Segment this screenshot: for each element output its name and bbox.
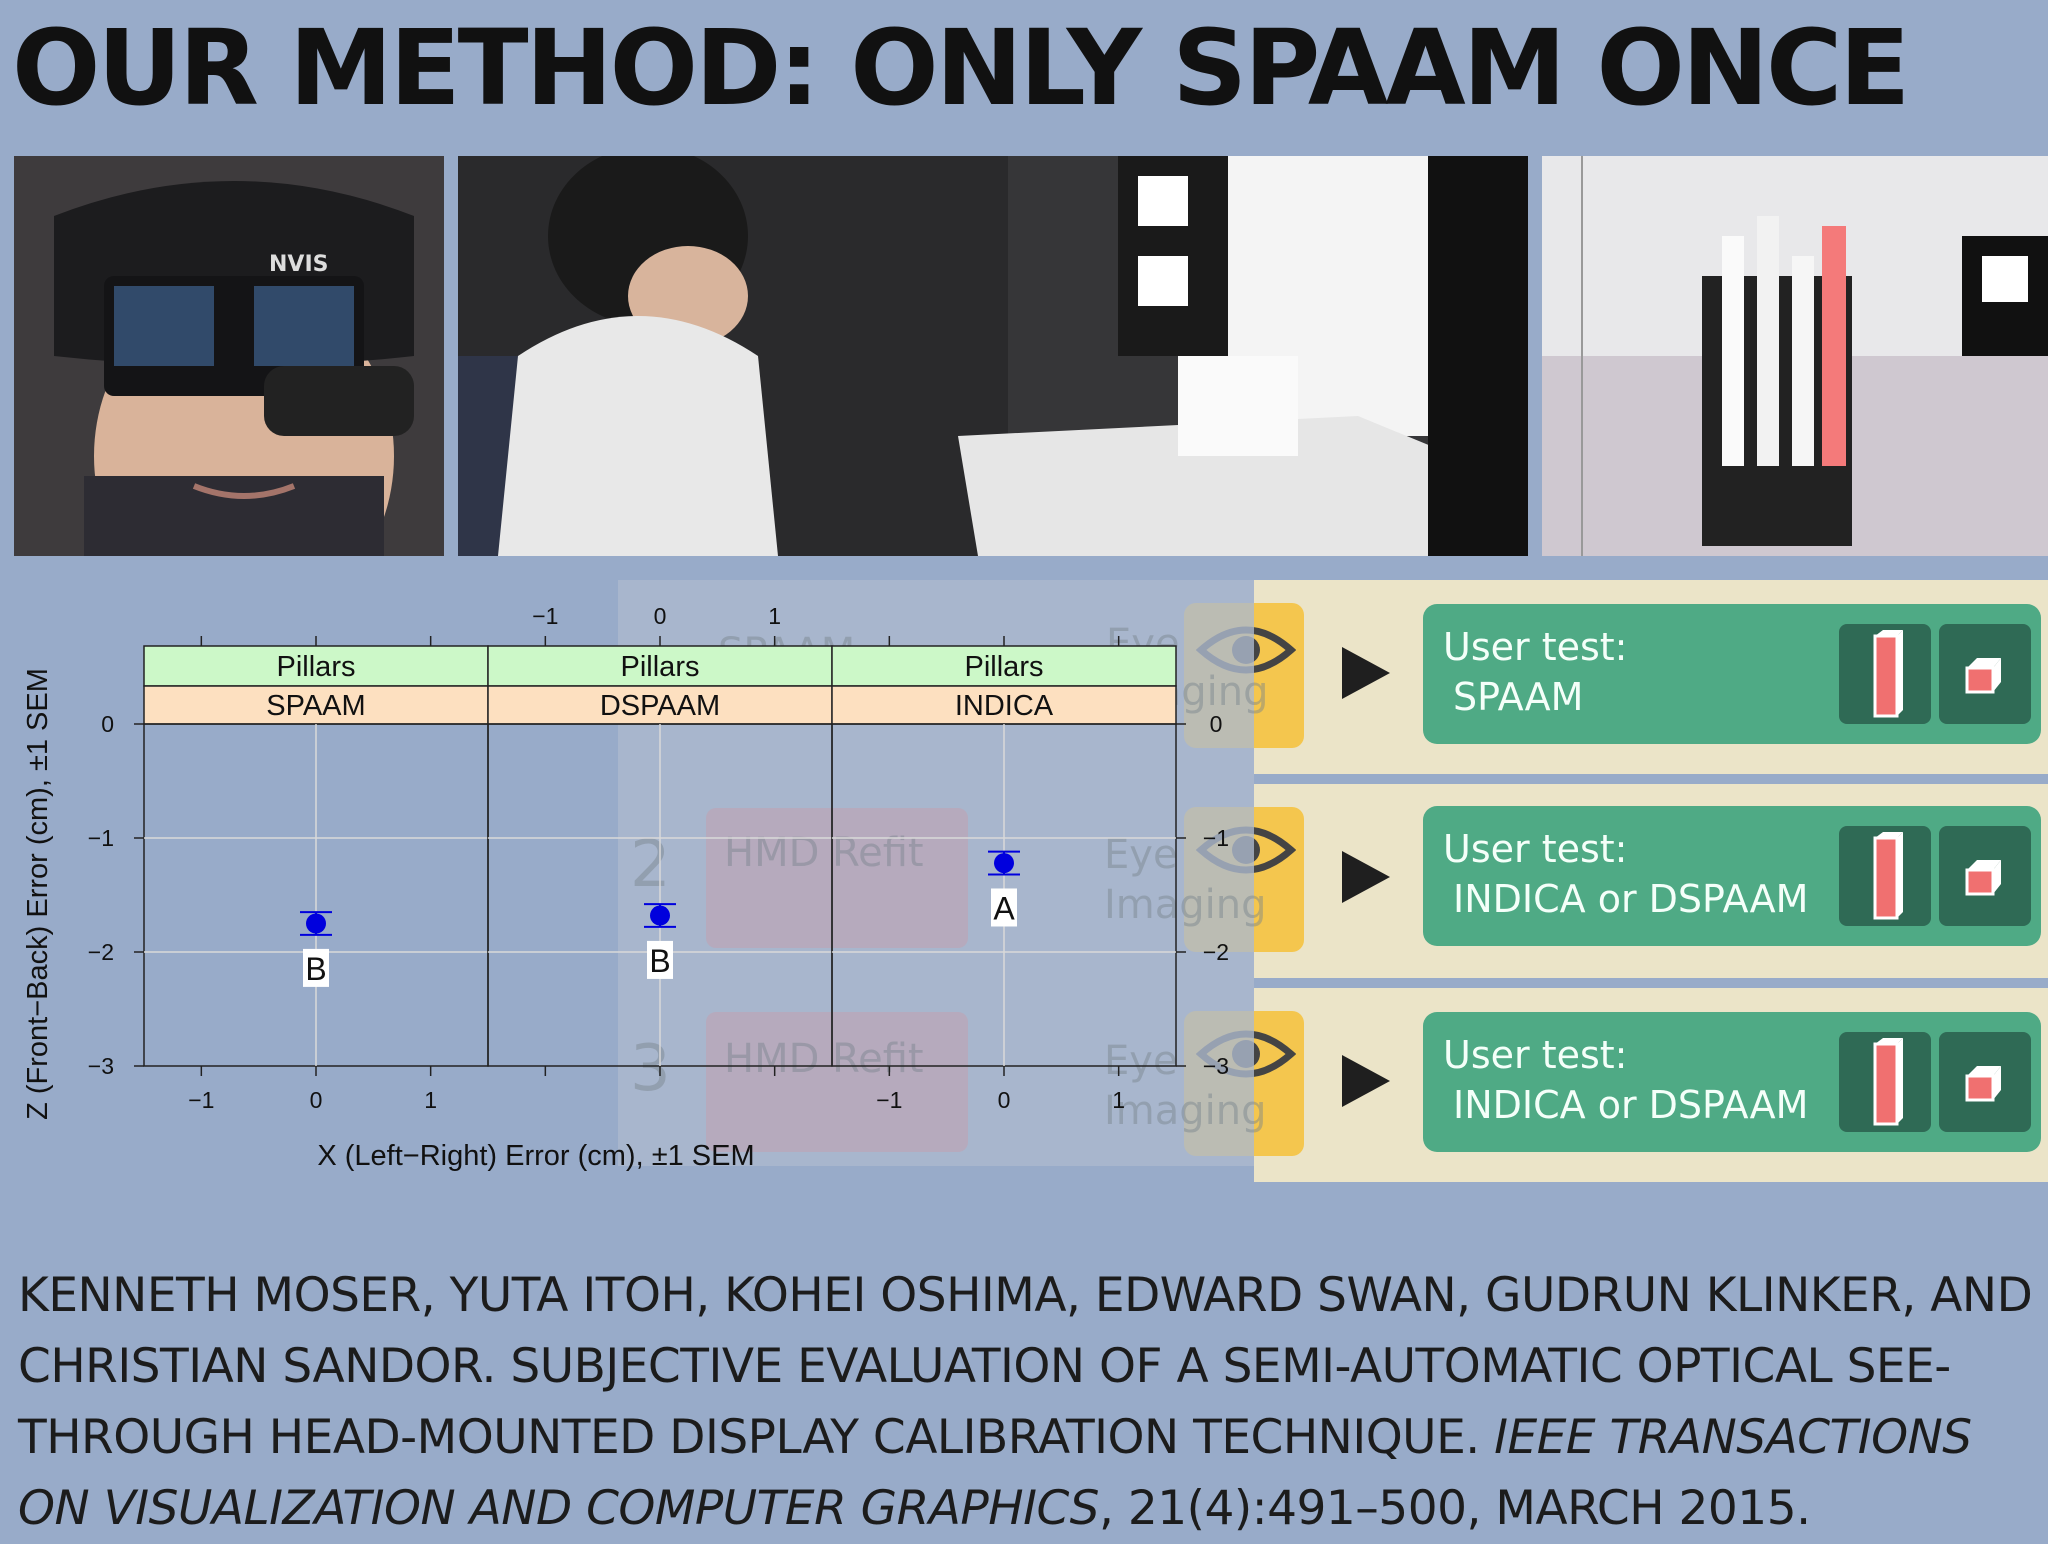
step-label-line1: User test: <box>1443 1033 1628 1077</box>
ghost-box <box>706 1012 968 1152</box>
x-tick-label: −1 <box>188 1087 214 1113</box>
citation-authors-title: KENNETH MOSER, YUTA ITOH, KOHEI OSHIMA, … <box>18 1268 2033 1465</box>
title-band <box>0 25 2048 155</box>
x-tick-label: 0 <box>998 1087 1011 1113</box>
y-tick-label: −3 <box>1203 1053 1229 1079</box>
slide-title: OUR METHOD: ONLY SPAAM ONCE <box>12 7 1910 129</box>
play-arrow-icon <box>1342 1055 1390 1107</box>
ghost-label: HMD Refit <box>724 1036 924 1082</box>
step-user-test-3: User test: INDICA or DSPAAM <box>1423 1012 2041 1152</box>
pillar-icon <box>1839 826 1931 926</box>
photo-pillar-grid <box>1542 156 2048 556</box>
x-tick-label: 0 <box>654 603 667 629</box>
strip-bottom-label: DSPAAM <box>600 690 720 722</box>
data-point <box>994 853 1014 874</box>
y-tick-label: 0 <box>1210 711 1223 737</box>
group-label-bg <box>303 948 329 987</box>
pillar-icon <box>1839 1032 1931 1132</box>
strip-top-label: Pillars <box>277 651 356 683</box>
x-tick-label: −1 <box>532 603 558 629</box>
cube-icon <box>1939 1032 2031 1132</box>
citation-journal: IEEE TRANSACTIONS ON VISUALIZATION AND C… <box>18 1410 1972 1536</box>
ghost-step-number: 2 <box>630 828 671 902</box>
ghost-box <box>706 808 968 948</box>
strip-top-bg <box>143 645 489 687</box>
x-tick-label: 1 <box>424 1087 437 1113</box>
data-point <box>650 905 670 926</box>
strip-top-bg <box>487 645 833 687</box>
group-label-bg <box>647 940 673 979</box>
strip-top-label: Pillars <box>621 651 700 683</box>
photo-participant-setup <box>458 156 1528 556</box>
step-user-test-2: User test: INDICA or DSPAAM <box>1423 806 2041 946</box>
step-label-line1: User test: <box>1443 625 1628 669</box>
strip-bottom-label: INDICA <box>955 690 1054 722</box>
ghost-label: Eye Imaging <box>1104 1038 1267 1134</box>
cube-icon <box>1939 826 2031 926</box>
x-tick-label: −1 <box>876 1087 902 1113</box>
step-label-line2: SPAAM <box>1453 675 1584 719</box>
y-tick-label: −1 <box>1203 825 1229 851</box>
strip-top-label: Pillars <box>965 651 1044 683</box>
play-arrow-icon <box>1342 647 1390 699</box>
play-arrow-icon <box>1342 851 1390 903</box>
nvis-logo: NVIS <box>269 252 328 277</box>
y-tick-label: −1 <box>88 825 114 851</box>
group-label: A <box>993 890 1015 926</box>
y-tick-label: −3 <box>88 1053 114 1079</box>
y-tick-label: −2 <box>88 939 114 965</box>
data-point <box>306 913 326 934</box>
step-user-test-1: User test: SPAAM <box>1423 604 2041 744</box>
y-tick-label: −2 <box>1203 939 1229 965</box>
step-label-line2: INDICA or DSPAAM <box>1453 877 1809 921</box>
x-tick-label: 1 <box>1112 1087 1125 1113</box>
step-label-line1: User test: <box>1443 827 1628 871</box>
y-axis-title: Z (Front−Back) Error (cm), ±1 SEM <box>22 668 54 1120</box>
group-label: B <box>649 943 670 979</box>
photo-hmd-wearer: NVIS <box>14 156 444 556</box>
x-tick-label: 1 <box>768 603 781 629</box>
ghost-label: Eye Imaging <box>1104 832 1267 928</box>
x-tick-label: 0 <box>310 1087 323 1113</box>
group-label: B <box>305 951 326 987</box>
y-tick-label: 0 <box>101 711 114 737</box>
citation-details: , 21(4):491–500, MARCH 2015. <box>1098 1481 1811 1536</box>
x-axis-title: X (Left−Right) Error (cm), ±1 SEM <box>317 1140 754 1172</box>
pillar-icon <box>1839 624 1931 724</box>
strip-bottom-label: SPAAM <box>266 690 365 722</box>
citation: KENNETH MOSER, YUTA ITOH, KOHEI OSHIMA, … <box>18 1260 2048 1544</box>
group-label-bg <box>991 888 1017 927</box>
ghost-step-number: 3 <box>630 1032 671 1106</box>
cube-icon <box>1939 624 2031 724</box>
step-label-line2: INDICA or DSPAAM <box>1453 1083 1809 1127</box>
